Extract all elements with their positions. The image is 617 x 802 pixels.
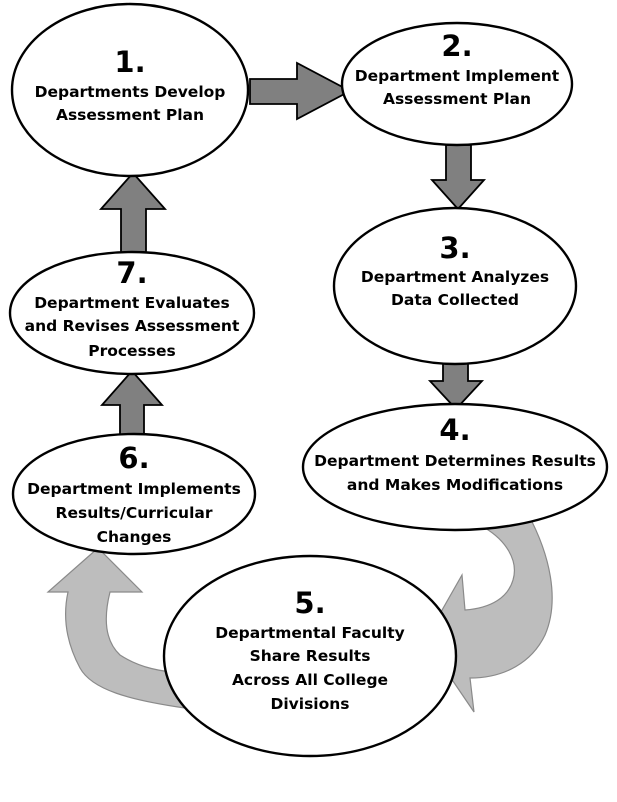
- step-4-label-line-2: and Makes Modifications: [347, 476, 563, 494]
- arrow-7-to-1: [98, 171, 168, 254]
- step-7-ellipse: [8, 250, 256, 376]
- step-1-ellipse: [10, 2, 250, 178]
- step-5-label-line-2: Share Results: [250, 647, 371, 665]
- step-4-number: 4.: [439, 413, 470, 447]
- step-6-number: 6.: [118, 441, 149, 475]
- step-7-label-line-3: Processes: [88, 342, 176, 360]
- step-7-number: 7.: [116, 256, 147, 290]
- step-6-ellipse: [11, 432, 257, 556]
- step-7-label-line-2: and Revises Assessment: [25, 317, 240, 335]
- step-5-number: 5.: [294, 586, 325, 620]
- step-4-node: 4. Department Determines Results and Mak…: [301, 402, 609, 532]
- step-1-number: 1.: [114, 45, 145, 79]
- step-2-ellipse: [340, 21, 574, 147]
- step-5-label-line-1: Departmental Faculty: [215, 624, 404, 642]
- step-6-node: 6. Department Implements Results/Curricu…: [11, 432, 257, 556]
- step-5-node: 5. Departmental Faculty Share Results Ac…: [162, 554, 458, 758]
- step-5-label-line-3: Across All College: [232, 671, 388, 689]
- arrow-1-to-2: [249, 61, 352, 121]
- step-3-ellipse: [332, 206, 578, 366]
- step-6-label-line-3: Changes: [97, 528, 172, 546]
- step-4-ellipse: [301, 402, 609, 532]
- step-1-label-line-2: Assessment Plan: [56, 106, 204, 124]
- step-7-node: 7. Department Evaluates and Revises Asse…: [8, 250, 256, 376]
- step-3-label-line-2: Data Collected: [391, 291, 519, 309]
- step-7-label-line-1: Department Evaluates: [34, 294, 230, 312]
- step-2-number: 2.: [441, 29, 472, 63]
- step-2-node: 2. Department Implement Assessment Plan: [340, 21, 574, 147]
- step-1-label-line-1: Departments Develop: [35, 83, 226, 101]
- step-5-ellipse: [162, 554, 458, 758]
- curved-arrow-5-to-6: [46, 547, 186, 709]
- step-1-node: 1. Departments Develop Assessment Plan: [10, 2, 250, 178]
- step-2-label-line-1: Department Implement: [355, 67, 560, 85]
- step-4-label-line-1: Department Determines Results: [314, 452, 596, 470]
- step-3-label-line-1: Department Analyzes: [361, 268, 549, 286]
- step-5-label-line-4: Divisions: [270, 695, 349, 713]
- arrow-3-to-4: [427, 361, 485, 411]
- step-3-number: 3.: [439, 231, 470, 265]
- step-6-label-line-1: Department Implements: [27, 480, 241, 498]
- step-2-label-line-2: Assessment Plan: [383, 90, 531, 108]
- step-6-label-line-2: Results/Curricular: [56, 504, 213, 522]
- arrow-2-to-3: [429, 144, 487, 211]
- arrow-6-to-7: [100, 369, 164, 439]
- step-3-node: 3. Department Analyzes Data Collected: [332, 206, 578, 366]
